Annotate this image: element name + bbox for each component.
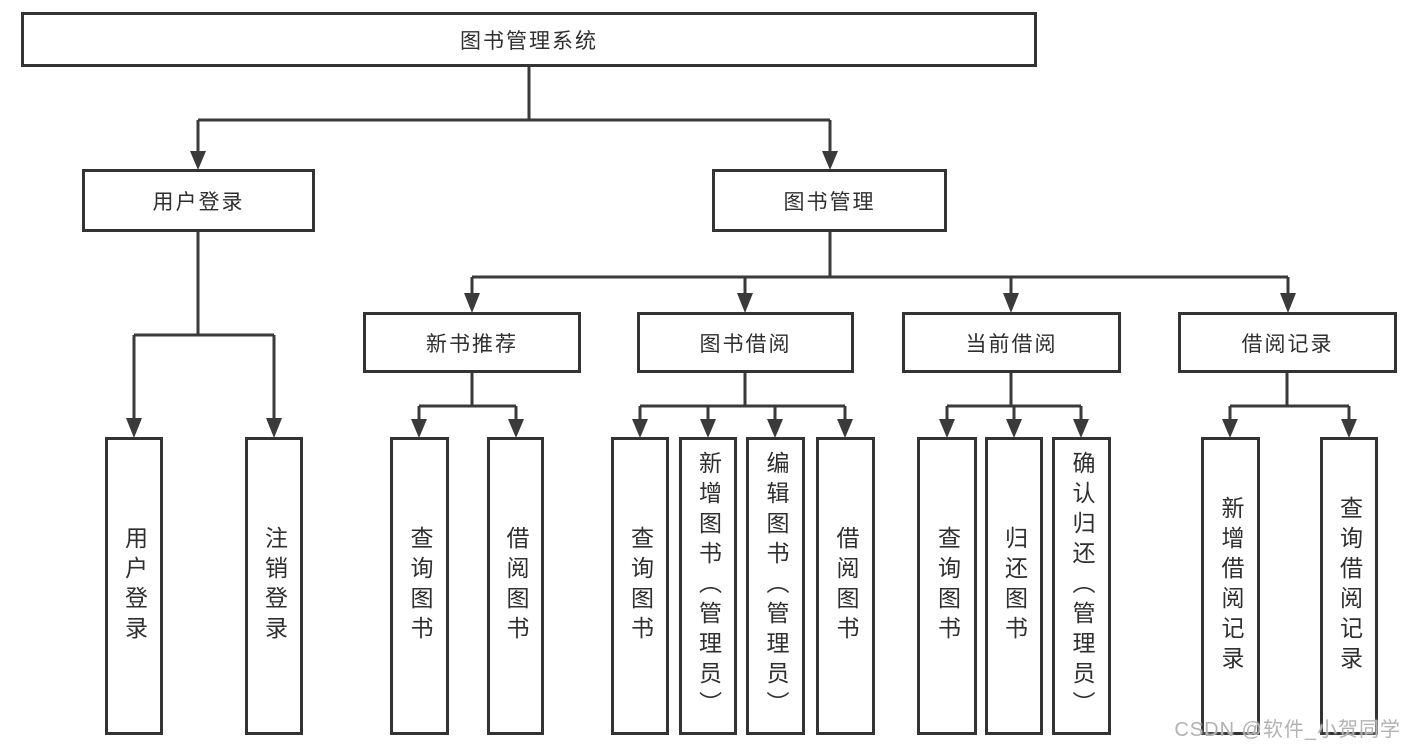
leaf-current-query-books: 查询图书	[917, 437, 977, 735]
connector-new-book-recommend-children	[411, 373, 524, 438]
connector-borrow-records-children	[1222, 373, 1357, 438]
node-user-login: 用户登录	[82, 169, 315, 232]
connector-book-borrow-children	[632, 373, 853, 438]
node-new-book-recommend: 新书推荐	[363, 312, 581, 373]
leaf-recommend-query-books: 查询图书	[390, 437, 449, 735]
connector-root-to-level2	[190, 67, 838, 170]
leaf-borrow-edit-books-admin: 编辑图书（管理员）	[746, 437, 805, 735]
node-borrow-records: 借阅记录	[1178, 312, 1397, 373]
node-current-borrow: 当前借阅	[902, 312, 1121, 373]
leaf-records-query-borrow-record: 查询借阅记录	[1320, 437, 1378, 735]
connector-user-login-children	[126, 232, 282, 438]
connector-book-management-children	[464, 232, 1296, 313]
leaf-logout-login: 注销登录	[245, 437, 303, 735]
csdn-watermark: CSDN @软件_小贺同学	[1174, 719, 1401, 741]
leaf-user-login: 用户登录	[105, 437, 163, 735]
leaf-borrow-query-books: 查询图书	[611, 437, 669, 735]
node-root-library-system: 图书管理系统	[21, 12, 1037, 67]
node-book-borrow: 图书借阅	[637, 312, 854, 373]
leaf-current-return-books: 归还图书	[985, 437, 1043, 735]
leaf-borrow-borrow-books: 借阅图书	[816, 437, 875, 735]
node-book-management: 图书管理	[712, 169, 947, 232]
leaf-borrow-add-books-admin: 新增图书（管理员）	[679, 437, 737, 735]
leaf-current-confirm-return-admin: 确认归还（管理员）	[1052, 437, 1111, 735]
leaf-recommend-borrow-books: 借阅图书	[487, 437, 544, 735]
leaf-records-add-borrow-record: 新增借阅记录	[1201, 437, 1260, 735]
connector-current-borrow-children	[939, 373, 1089, 438]
